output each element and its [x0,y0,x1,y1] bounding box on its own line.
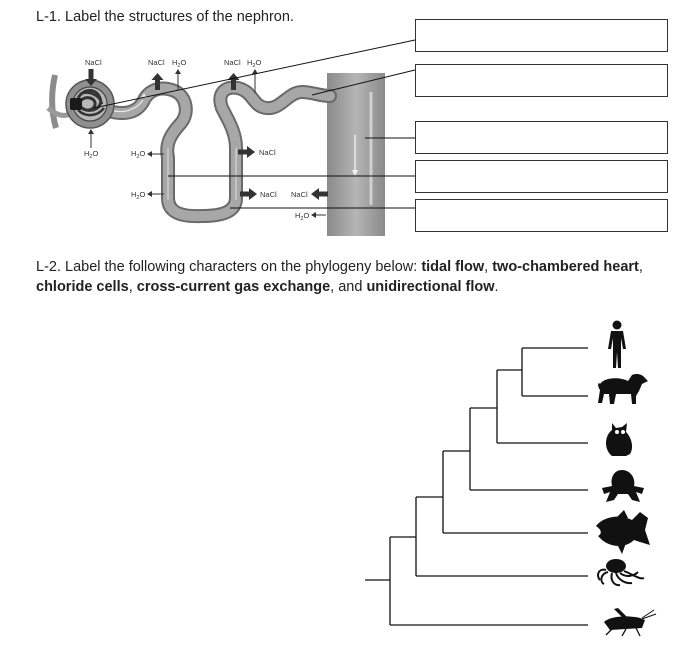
leader-lines [93,39,416,209]
leader-line-1 [93,39,416,109]
term-cross-current-gas-exchange: cross-current gas exchange [136,279,331,295]
answer-box-1[interactable] [415,19,668,52]
term-tidal-flow: tidal flow [421,259,485,275]
label-h2o-pct: H2O [172,58,186,69]
label-nacl-glomerulus: NaCl [85,58,102,67]
human-icon [608,320,626,368]
label-h2o-glomerulus: H2O [84,149,98,160]
leader-line-2 [311,69,416,96]
phylogeny-tree [365,347,588,626]
label-nacl-ascending: NaCl [259,148,276,157]
afferent-vessel [49,74,59,129]
nephron-diagram: NaCl NaCl H2O NaCl H2O H2O H2O NaCl H2O … [46,58,385,236]
label-nacl-dct: NaCl [224,58,241,67]
label-nacl-duct: NaCl [291,190,308,199]
label-h2o-descending: H2O [131,149,145,160]
frog-icon [602,470,644,502]
label-nacl-pct: NaCl [148,58,165,67]
q2-intro: L-2. Label the following characters on t… [36,259,422,275]
answer-box-5[interactable] [415,199,668,232]
label-h2o-dct: H2O [247,58,261,69]
label-nacl-loop: NaCl [260,190,277,199]
term-chloride-cells: chloride cells [36,279,129,295]
label-h2o-duct: H2O [295,211,309,222]
term-unidirectional-flow: unidirectional flow [366,279,495,295]
octopus-icon [597,559,645,587]
question-l2-text: L-2. Label the following characters on t… [36,257,676,297]
collecting-duct [327,73,385,236]
duct-flow-arrowhead [352,170,358,176]
dog-icon [598,374,648,404]
transport-arrows [85,69,328,218]
question-l1-text: L-1. Label the structures of the nephron… [36,9,294,25]
separator: , and [330,279,367,295]
renal-tubule [85,80,337,224]
separator: . [494,279,499,295]
answer-box-2[interactable] [415,64,668,97]
separator: , [484,259,493,275]
vessel-cap [70,98,82,110]
fish-icon [596,510,650,554]
separator: , [128,279,137,295]
answer-box-3[interactable] [415,121,668,154]
separator: , [638,259,643,275]
grasshopper-icon [604,608,657,637]
owl-icon [606,423,633,456]
answer-box-4[interactable] [415,160,668,193]
label-h2o-loop: H2O [131,190,145,201]
term-two-chambered-heart: two-chambered heart [492,259,639,275]
